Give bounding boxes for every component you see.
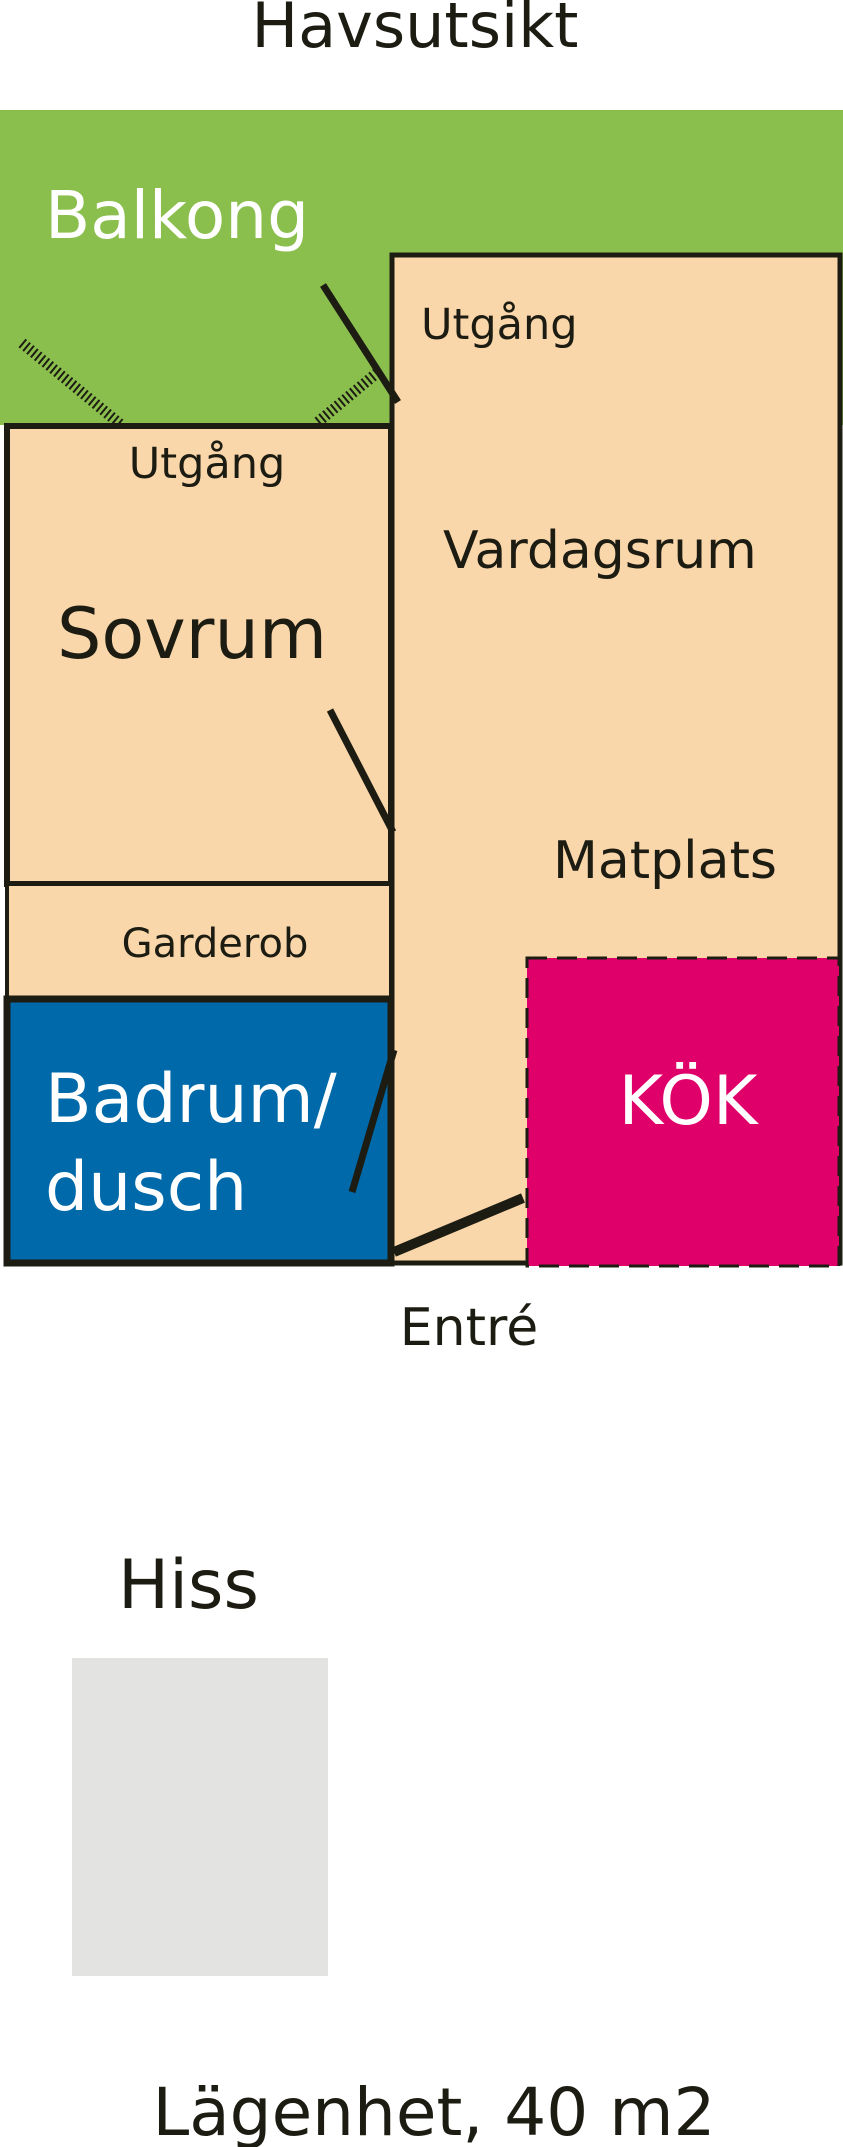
bedroom-door	[326, 708, 397, 834]
bedroom-label: Sovrum	[57, 593, 327, 675]
living-room-label: Vardagsrum	[443, 521, 757, 581]
bathroom-door	[348, 1049, 398, 1193]
wardrobe-area	[5, 882, 393, 1000]
entrance-door	[392, 1193, 525, 1257]
balcony-door-right	[320, 283, 401, 404]
elevator-label: Hiss	[118, 1546, 259, 1625]
balcony-label: Balkong	[45, 177, 309, 254]
bedroom-exit-label: Utgång	[129, 439, 286, 489]
view-title: Havsutsikt	[252, 0, 579, 62]
dining-label: Matplats	[553, 831, 777, 891]
bathroom-area	[3, 995, 395, 1267]
balcony-door-right-hatch	[314, 367, 382, 427]
bathroom-label-line1: Badrum/	[45, 1060, 337, 1139]
elevator-box	[72, 1658, 328, 1976]
entrance-label: Entré	[400, 1298, 538, 1358]
apartment-size-label: Lägenhet, 40 m2	[152, 2074, 715, 2147]
kitchen-area	[525, 956, 841, 1268]
wardrobe-label: Garderob	[122, 921, 309, 967]
bedroom-area	[4, 423, 394, 887]
bathroom-label-line2: dusch	[45, 1148, 247, 1227]
kitchen-label: KÖK	[619, 1062, 760, 1141]
balcony-door-left-hatch	[18, 338, 124, 429]
living-exit-label: Utgång	[421, 300, 578, 350]
